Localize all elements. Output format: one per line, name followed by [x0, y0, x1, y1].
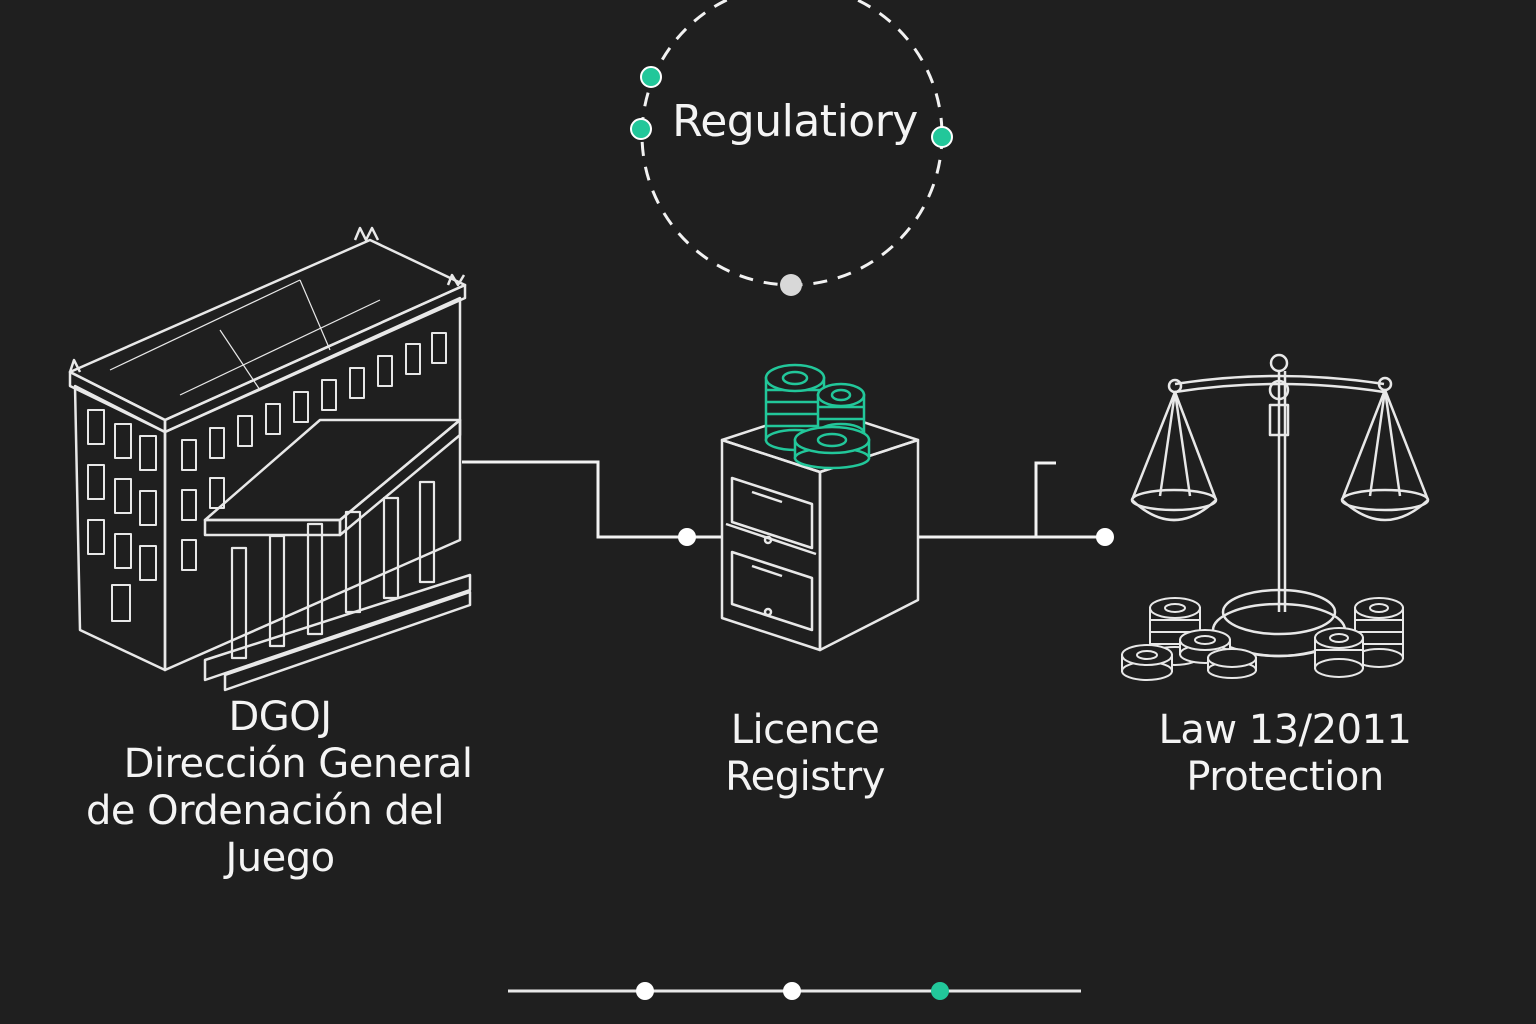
filing-cabinet-icon	[720, 406, 920, 652]
node-label-line: Law 13/2011	[1158, 707, 1412, 753]
hub-accent-dot	[931, 126, 953, 148]
pagination	[508, 982, 1081, 1000]
pagination-dot-2[interactable]	[783, 982, 801, 1000]
node-label-line: de Ordenación del	[85, 788, 445, 834]
node-label-line: Licence	[730, 707, 880, 753]
regulatory-hub	[630, 0, 953, 296]
pagination-dot-3-active[interactable]	[931, 982, 949, 1000]
government-building-icon	[68, 226, 472, 692]
casino-chips-pile-icon	[1121, 597, 1404, 681]
node-label-dgoj: DGOJ Dirección General de Ordenación del…	[80, 694, 500, 882]
casino-chips-stack-icon	[764, 363, 871, 470]
node-label-line: Dirección General	[123, 741, 473, 787]
connector-lines	[462, 460, 1105, 539]
hub-accent-dot	[640, 66, 662, 88]
justice-scales-icon	[1130, 353, 1430, 658]
node-label-line: DGOJ	[228, 694, 332, 740]
node-label-law-protection: Law 13/2011 Protection	[1130, 707, 1440, 801]
node-label-line: Juego	[225, 835, 335, 881]
node-label-line: Protection	[1186, 754, 1384, 800]
node-label-licence-registry: Licence Registry	[650, 707, 960, 801]
connector-dot	[1096, 528, 1114, 546]
hub-title: Regulatiory	[672, 96, 918, 147]
hub-accent-dot	[630, 118, 652, 140]
pagination-dot-1[interactable]	[636, 982, 654, 1000]
node-label-line: Registry	[725, 754, 885, 800]
connector-dot	[678, 528, 696, 546]
hub-bottom-dot	[780, 274, 802, 296]
